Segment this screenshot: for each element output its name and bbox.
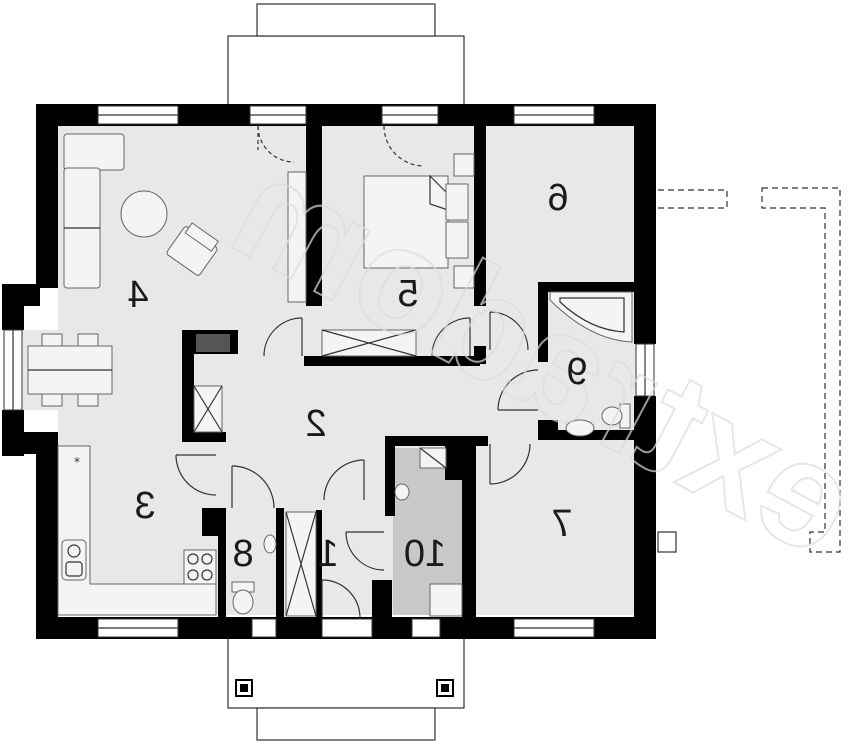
room-label-1: 1 (317, 533, 338, 575)
window-icon (249, 105, 307, 125)
cooktop-icon (183, 549, 217, 585)
door-swing-icon (323, 459, 365, 501)
window-icon (381, 105, 439, 125)
room-label-9: 9 (566, 351, 587, 393)
dining-table-icon (27, 333, 113, 407)
sink-icon (263, 534, 277, 554)
window-icon (635, 343, 655, 397)
svg-text:*: * (74, 455, 80, 469)
windows (3, 105, 655, 638)
sink-icon (394, 483, 410, 501)
door-swing-icon (263, 317, 303, 357)
window-icon (513, 618, 595, 638)
room-label-4: 4 (127, 274, 148, 316)
room-label-5: 5 (397, 273, 418, 315)
hall-closet (285, 511, 317, 617)
room-label-3: 3 (134, 485, 155, 527)
toilet-icon (231, 581, 255, 615)
door-swing-icon (497, 369, 539, 411)
window-icon (513, 105, 595, 125)
bathtub-icon (549, 291, 633, 343)
sink-icon (565, 419, 595, 437)
door-swing-icon (175, 454, 217, 496)
walls (2, 104, 656, 639)
room-labels: 1 2 3 4 5 6 7 8 9 10 (127, 177, 587, 575)
top-terrace (227, 3, 465, 107)
door-swing-icon (231, 465, 275, 509)
door-swing-icon (383, 125, 425, 167)
door-swing-icon (321, 579, 361, 618)
door-swing-icon (345, 531, 385, 571)
toilet-icon (601, 403, 631, 429)
bottom-porch (227, 637, 465, 741)
tv-cabinet (287, 171, 307, 303)
room-label-6: 6 (547, 177, 568, 219)
room-label-10: 10 (404, 533, 446, 575)
window-icon (3, 329, 23, 411)
sofa-icon (63, 133, 125, 289)
closet-shaft (193, 385, 223, 433)
door-swing-icon (489, 311, 529, 351)
room-label-8: 8 (232, 533, 253, 575)
coffee-table (120, 190, 168, 238)
armchair-icon (166, 222, 219, 276)
sink-icon (61, 539, 87, 581)
boiler (419, 447, 447, 469)
window-icon (97, 105, 179, 125)
window-icon (251, 618, 277, 638)
dashed-pergola-right (657, 187, 841, 553)
washing-machine (429, 583, 463, 617)
room-label-7: 7 (551, 503, 572, 545)
door-swing-icon (431, 317, 471, 357)
bed-icon (363, 153, 475, 289)
wardrobe (321, 329, 417, 357)
doors (175, 125, 539, 618)
window-icon (97, 618, 179, 638)
door-swing-icon (489, 443, 531, 485)
window-icon (411, 618, 441, 638)
window-icon (321, 618, 373, 638)
door-swing-icon (257, 125, 295, 163)
room-label-2: 2 (305, 403, 326, 445)
